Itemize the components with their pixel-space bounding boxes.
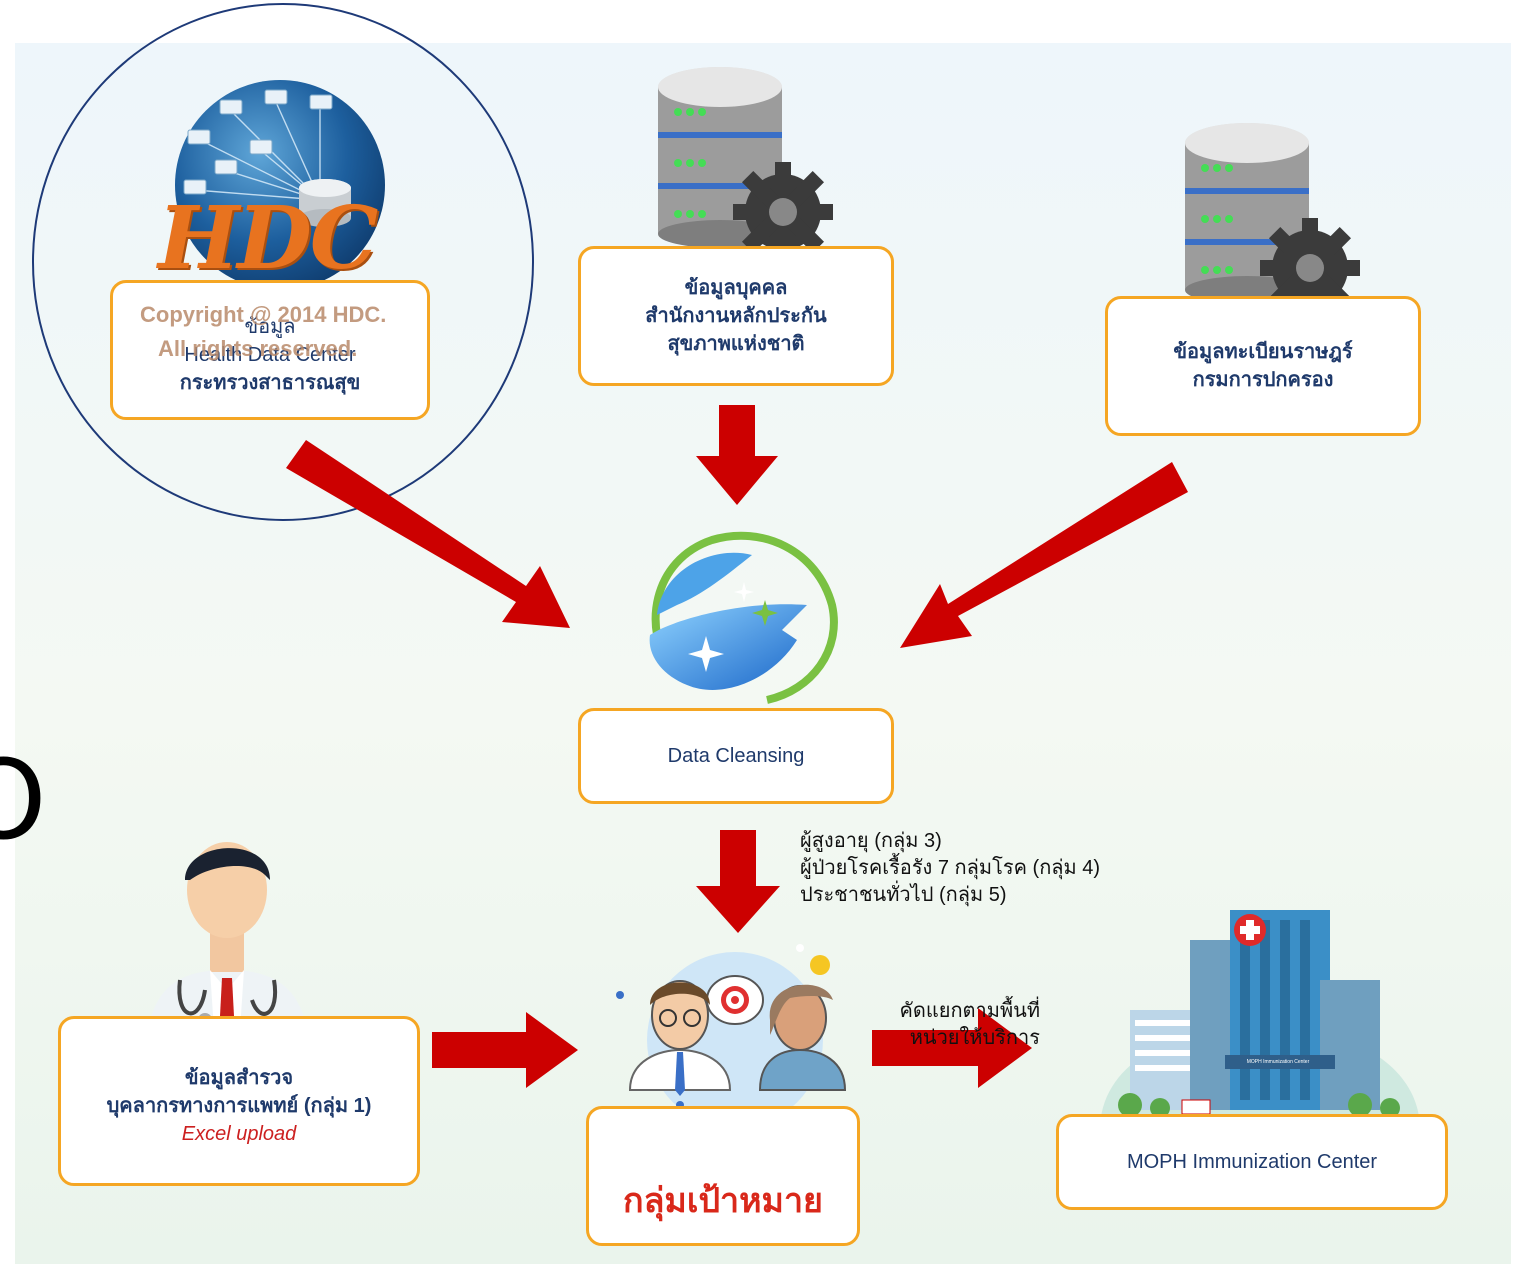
dopa-line1: ข้อมูลทะเบียนราษฎร์ <box>1173 341 1353 363</box>
nhso-line2: สำนักงานหลักประกัน <box>645 305 827 327</box>
groups-note: ผู้สูงอายุ (กลุ่ม 3) ผู้ป่วยโรคเรื้อรัง … <box>800 828 1100 909</box>
highlight-circle <box>32 3 534 521</box>
sort-note-line2: หน่วยให้บริการ <box>909 1027 1040 1049</box>
groups-note-line2: ผู้ป่วยโรคเรื้อรัง 7 กลุ่มโรค (กลุ่ม 4) <box>800 857 1101 879</box>
target-group-box: กลุ่มเป้าหมาย <box>586 1106 860 1246</box>
dopa-source-box: ข้อมูลทะเบียนราษฎร์ กรมการปกครอง <box>1105 296 1421 436</box>
cleansing-box: Data Cleansing <box>578 708 894 804</box>
groups-note-line1: ผู้สูงอายุ (กลุ่ม 3) <box>800 830 942 852</box>
sort-note: คัดแยกตามพื้นที่ หน่วยให้บริการ <box>850 998 1040 1052</box>
moph-label: MOPH Immunization Center <box>1126 1151 1378 1173</box>
hospital-building-icon <box>1100 910 1420 1130</box>
nhso-line3: สุขภาพแห่งชาติ <box>667 333 805 355</box>
survey-line2: บุคลากรทางการแพทย์ (กลุ่ม 1) <box>106 1095 372 1117</box>
hdc-line2: Health Data Center <box>184 344 356 366</box>
sort-note-line1: คัดแยกตามพื้นที่ <box>899 1000 1040 1022</box>
survey-source-box: ข้อมูลสำรวจ บุคลากรทางการแพทย์ (กลุ่ม 1)… <box>58 1016 420 1186</box>
copyright-line1: Copyright @ 2014 HDC. <box>140 302 387 327</box>
nhso-source-box: ข้อมูลบุคคล สำนักงานหลักประกัน สุขภาพแห่… <box>578 246 894 386</box>
cropped-glyph-bottom: O <box>0 736 47 864</box>
cleansing-swirl-icon <box>649 531 838 704</box>
hdc-copyright-watermark: Copyright @ 2014 HDC. All rights reserve… <box>140 298 440 366</box>
globe-network-icon <box>175 80 385 290</box>
database-gear-icon <box>1185 123 1360 313</box>
cleansing-label: Data Cleansing <box>667 745 805 767</box>
database-gear-icon <box>658 67 833 257</box>
hdc-logo-text: HDC <box>158 188 378 289</box>
groups-note-line3: ประชาชนทั่วไป (กลุ่ม 5) <box>800 884 1007 906</box>
moph-center-box: MOPH Immunization Center <box>1056 1114 1448 1210</box>
people-target-icon <box>616 944 847 1128</box>
copyright-line2: All rights reserved. <box>158 336 358 361</box>
hdc-line1: ข้อมูล <box>244 316 296 338</box>
survey-line1: ข้อมูลสำรวจ <box>184 1067 294 1089</box>
hdc-source-box: ข้อมูล Health Data Center กระทรวงสาธารณส… <box>110 280 430 420</box>
hdc-line3: กระทรวงสาธารณสุข <box>179 372 361 394</box>
cropped-glyph-top: ) <box>0 440 5 530</box>
dopa-line2: กรมการปกครอง <box>1192 369 1334 391</box>
hospital-sign-text: MOPH Immunization Center <box>1246 1059 1310 1065</box>
target-label: กลุ่มเป้าหมาย <box>623 1182 823 1220</box>
nhso-line1: ข้อมูลบุคคล <box>684 277 788 299</box>
survey-line3: Excel upload <box>181 1123 297 1145</box>
